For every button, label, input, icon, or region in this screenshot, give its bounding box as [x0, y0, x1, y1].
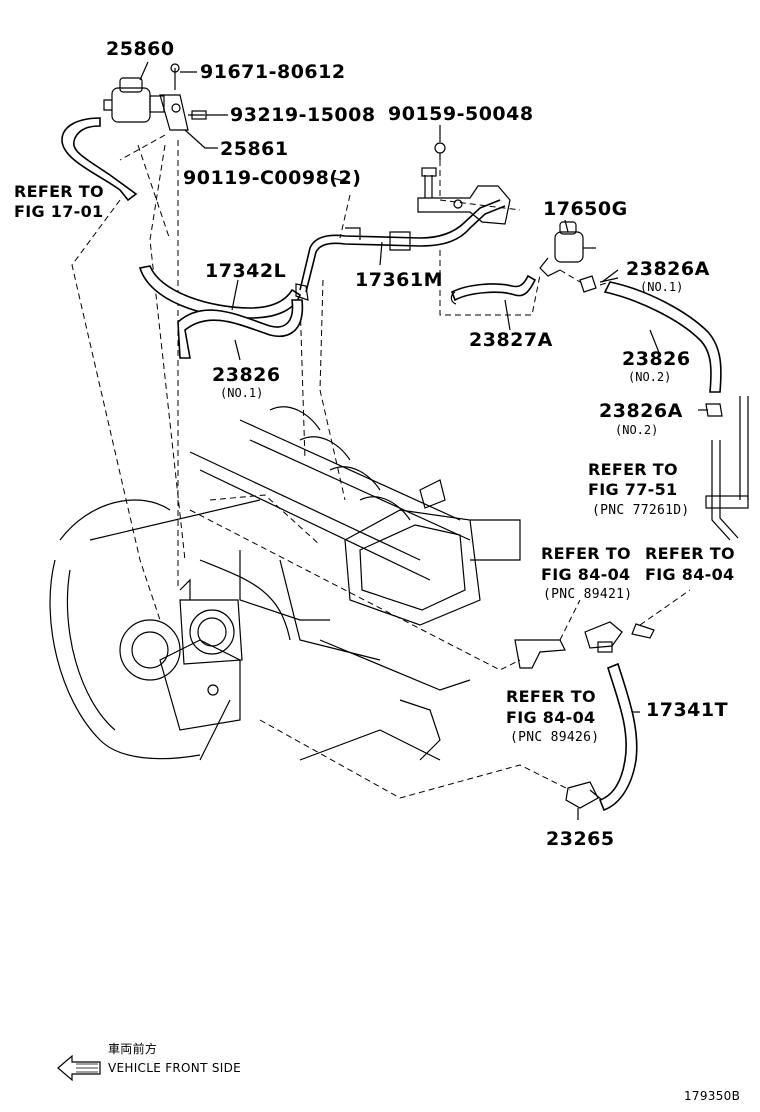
label-90119-c0098[interactable]: 90119-C0098(2)	[183, 167, 362, 189]
ref-fig-84-04-c-link[interactable]: FIG 84-04	[506, 708, 596, 727]
direction-label-jp: 車両前方	[108, 1042, 158, 1056]
hose-to-fig-17-01	[61, 117, 138, 202]
ref-fig-77-51-pnc: (PNC 77261D)	[592, 503, 690, 518]
label-90159-50048[interactable]: 90159-50048	[388, 103, 534, 125]
bracket-drawing	[417, 142, 511, 225]
label-17342l[interactable]: 17342L	[205, 260, 287, 282]
dashed-leaders	[71, 134, 691, 799]
label-leaders	[139, 61, 708, 820]
label-23826-no1[interactable]: 23826	[212, 364, 281, 386]
ref-fig-17-01-line1: REFER TO	[14, 182, 104, 201]
label-23826-no1-note: (NO.1)	[220, 386, 264, 400]
ref-fig-84-04-b-line1: REFER TO	[645, 544, 735, 563]
ref-fig-84-04-b-link[interactable]: FIG 84-04	[645, 565, 735, 584]
ref-fig-84-04-a-line1: REFER TO	[541, 544, 631, 563]
vsv-17650g-drawing	[539, 221, 596, 277]
ref-fig-84-04-c-line1: REFER TO	[506, 687, 596, 706]
ref-fig-84-04-a-link[interactable]: FIG 84-04	[541, 565, 631, 584]
ref-fig-77-51-line1: REFER TO	[588, 460, 678, 479]
hose-17341t	[598, 662, 638, 812]
pipe-17361m-drawing	[295, 199, 506, 301]
clip-23826a-no2	[705, 403, 723, 417]
label-23826a-no1[interactable]: 23826A	[626, 258, 710, 280]
engine-outline	[49, 406, 521, 761]
vsv-25860-drawing	[103, 63, 207, 131]
hose-23826-no2	[603, 281, 722, 393]
label-23265[interactable]: 23265	[546, 828, 615, 850]
ref-fig-84-04-c-pnc: (PNC 89426)	[510, 730, 600, 745]
label-23826-no2-note: (NO.2)	[628, 370, 672, 384]
figure-id: 179350B	[684, 1089, 741, 1103]
label-23826a-no2-note: (NO.2)	[615, 423, 659, 437]
hose-23826-no1	[177, 299, 304, 359]
label-93219-15008[interactable]: 93219-15008	[230, 104, 376, 126]
sensor-89421-drawing	[584, 621, 655, 653]
label-23826a-no2[interactable]: 23826A	[599, 400, 683, 422]
label-17361m[interactable]: 17361M	[355, 269, 444, 291]
label-17650g[interactable]: 17650G	[543, 198, 628, 220]
sensor-23265-drawing	[565, 781, 603, 809]
bracket-89426	[514, 639, 566, 669]
label-17341t[interactable]: 17341T	[646, 699, 729, 721]
label-91671-80612[interactable]: 91671-80612	[200, 61, 346, 83]
ref-fig-84-04-a-pnc: (PNC 89421)	[543, 587, 633, 602]
ref-fig-17-01-link[interactable]: FIG 17-01	[14, 202, 104, 221]
label-25861[interactable]: 25861	[220, 138, 289, 160]
throttle-body-drawing	[119, 578, 243, 696]
hose-23827a	[450, 274, 537, 302]
label-23827a[interactable]: 23827A	[469, 329, 553, 351]
label-23826a-no1-note: (NO.1)	[640, 280, 684, 294]
direction-label-en: VEHICLE FRONT SIDE	[108, 1061, 241, 1075]
label-25860[interactable]: 25860	[106, 38, 175, 60]
label-23826-no2[interactable]: 23826	[622, 348, 691, 370]
pipes-77-51-drawing	[705, 396, 749, 541]
ref-fig-77-51-link[interactable]: FIG 77-51	[588, 480, 678, 499]
